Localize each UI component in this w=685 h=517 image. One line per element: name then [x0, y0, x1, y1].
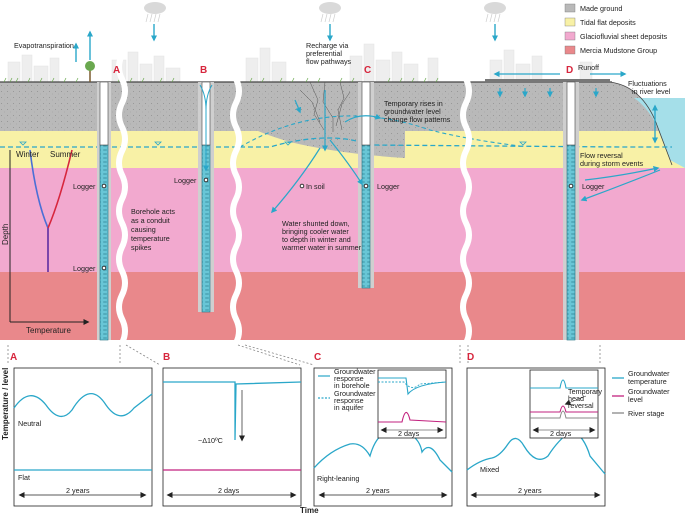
flow-reversal-note: during storm events: [580, 159, 644, 168]
shunted-note: bringing cooler water: [282, 227, 349, 236]
chart-a-letter: A: [10, 352, 17, 363]
borehole-note: as a conduit: [131, 216, 170, 225]
grass-strip: [3, 77, 439, 83]
runoff-label: Runoff: [578, 63, 599, 72]
preferential-flow-pathways: [299, 81, 351, 132]
chart-a-flat: Flat: [18, 473, 30, 482]
legend-river-stage: River stage: [628, 409, 664, 418]
section-separators: [116, 53, 472, 345]
temporary-rise-note: change flow patterns: [384, 115, 451, 124]
legend-gw-temp: temperature: [628, 377, 667, 386]
temporary-reversal-note: reversal: [568, 401, 594, 410]
fluctuation-note: Fluctuations: [628, 79, 667, 88]
legend: Made ground Tidal flat deposits Glaciofl…: [564, 3, 668, 55]
chart-d: D Mixed 2 years Temporary head reversal …: [466, 352, 606, 507]
panel-connectors: [7, 344, 601, 366]
temperature-depth-profile: [9, 149, 90, 325]
chart-c: C Right-leaning 2 years Groundwater resp…: [313, 352, 453, 507]
borehole-a: [97, 81, 111, 341]
legend-mercia: Mercia Mudstone Group: [580, 46, 657, 55]
shunted-note: Water shunted down,: [282, 219, 350, 228]
temporary-rise-note: groundwater level: [384, 107, 441, 116]
inset-legend: in aquifer: [334, 403, 364, 412]
borehole-note: causing: [131, 225, 156, 234]
paved-surface: [485, 79, 610, 83]
chart-b-span: 2 days: [218, 486, 240, 495]
recharge-note: Recharge via: [306, 41, 348, 50]
logger-label: Logger: [174, 176, 197, 185]
recharge-note: preferential: [306, 49, 342, 58]
temporary-reversal-note: Temporary: [568, 387, 602, 396]
recharge-arrows: [271, 90, 382, 214]
fluctuation-note: in river level: [632, 87, 671, 96]
inset-legend: response: [334, 374, 364, 383]
legend-gw-level: Groundwater: [628, 387, 670, 396]
section-letter-a: A: [113, 65, 120, 76]
depth-label: Depth: [1, 224, 10, 245]
chart-b: B ~Δ10ºC 2 days: [162, 352, 302, 507]
rain-cloud-icon: [319, 2, 341, 42]
logger-label: Logger: [377, 182, 400, 191]
borehole-note: Borehole acts: [131, 207, 175, 216]
chart-d-inset-span: 2 days: [550, 429, 572, 438]
chart-c-letter: C: [314, 352, 321, 363]
inset-legend: response: [334, 396, 364, 405]
borehole-note: temperature: [131, 234, 170, 243]
inset-legend: in borehole: [334, 381, 370, 390]
inset-legend: Groundwater: [334, 367, 376, 376]
chart-a: A Neutral Flat 2 years: [10, 352, 153, 507]
legend-made-ground: Made ground: [580, 4, 622, 13]
chart-d-letter: D: [467, 352, 474, 363]
winter-label: Winter: [16, 150, 39, 159]
temporary-water-table: [239, 115, 521, 148]
chart-d-span: 2 years: [518, 486, 542, 495]
temporary-reversal-note: head: [568, 394, 584, 403]
city-skyline: [7, 43, 593, 83]
chart-a-neutral: Neutral: [18, 419, 42, 428]
legend-gw-level: level: [628, 395, 643, 404]
conduit-arrows: [199, 84, 213, 111]
legend-tidal-flat: Tidal flat deposits: [580, 18, 636, 27]
shunted-note: warmer water in summer: [281, 243, 362, 252]
chart-a-span: 2 years: [66, 486, 90, 495]
rain-cloud-icon: [484, 2, 506, 42]
section-letter-c: C: [364, 65, 371, 76]
logger-label: Logger: [582, 182, 605, 191]
chart-c-inset-span: 2 days: [398, 429, 420, 438]
borehole-note: spikes: [131, 243, 152, 252]
temporary-rise-note: Temporary rises in: [384, 99, 443, 108]
x-axis-label: Time: [300, 506, 319, 515]
y-axis-label: Temperature / level: [1, 368, 10, 440]
chart-b-letter: B: [163, 352, 170, 363]
in-soil-label: In soil: [306, 182, 325, 191]
logger-label: Logger: [73, 264, 96, 273]
flow-reversal-note: Flow reversal: [580, 151, 623, 160]
chart-legend: Groundwater temperature Groundwater leve…: [612, 369, 670, 418]
temperature-label: Temperature: [26, 326, 71, 335]
logger-markers: [101, 177, 574, 271]
logger-label: Logger: [73, 182, 96, 191]
chart-d-label: Mixed: [480, 465, 499, 474]
evapotranspiration-label: Evapotranspiration: [14, 41, 74, 50]
legend-glaciofluvial: Glaciofluvial sheet deposits: [580, 32, 668, 41]
summer-label: Summer: [50, 150, 81, 159]
shunted-note: to depth in winter and: [282, 235, 351, 244]
inset-legend: Groundwater: [334, 389, 376, 398]
chart-b-delta: ~Δ10ºC: [198, 436, 223, 445]
runoff-arrows: [493, 71, 661, 202]
borehole-d: [563, 81, 579, 341]
water-table-symbol: [19, 141, 527, 146]
chart-c-span: 2 years: [366, 486, 390, 495]
legend-gw-temp: Groundwater: [628, 369, 670, 378]
recharge-note: flow pathways: [306, 57, 352, 66]
tree-icon: [85, 61, 95, 82]
rain-cloud-icon: [144, 2, 166, 42]
chart-c-label: Right-leaning: [317, 474, 359, 483]
section-letter-b: B: [200, 65, 207, 76]
section-letter-d: D: [566, 65, 573, 76]
